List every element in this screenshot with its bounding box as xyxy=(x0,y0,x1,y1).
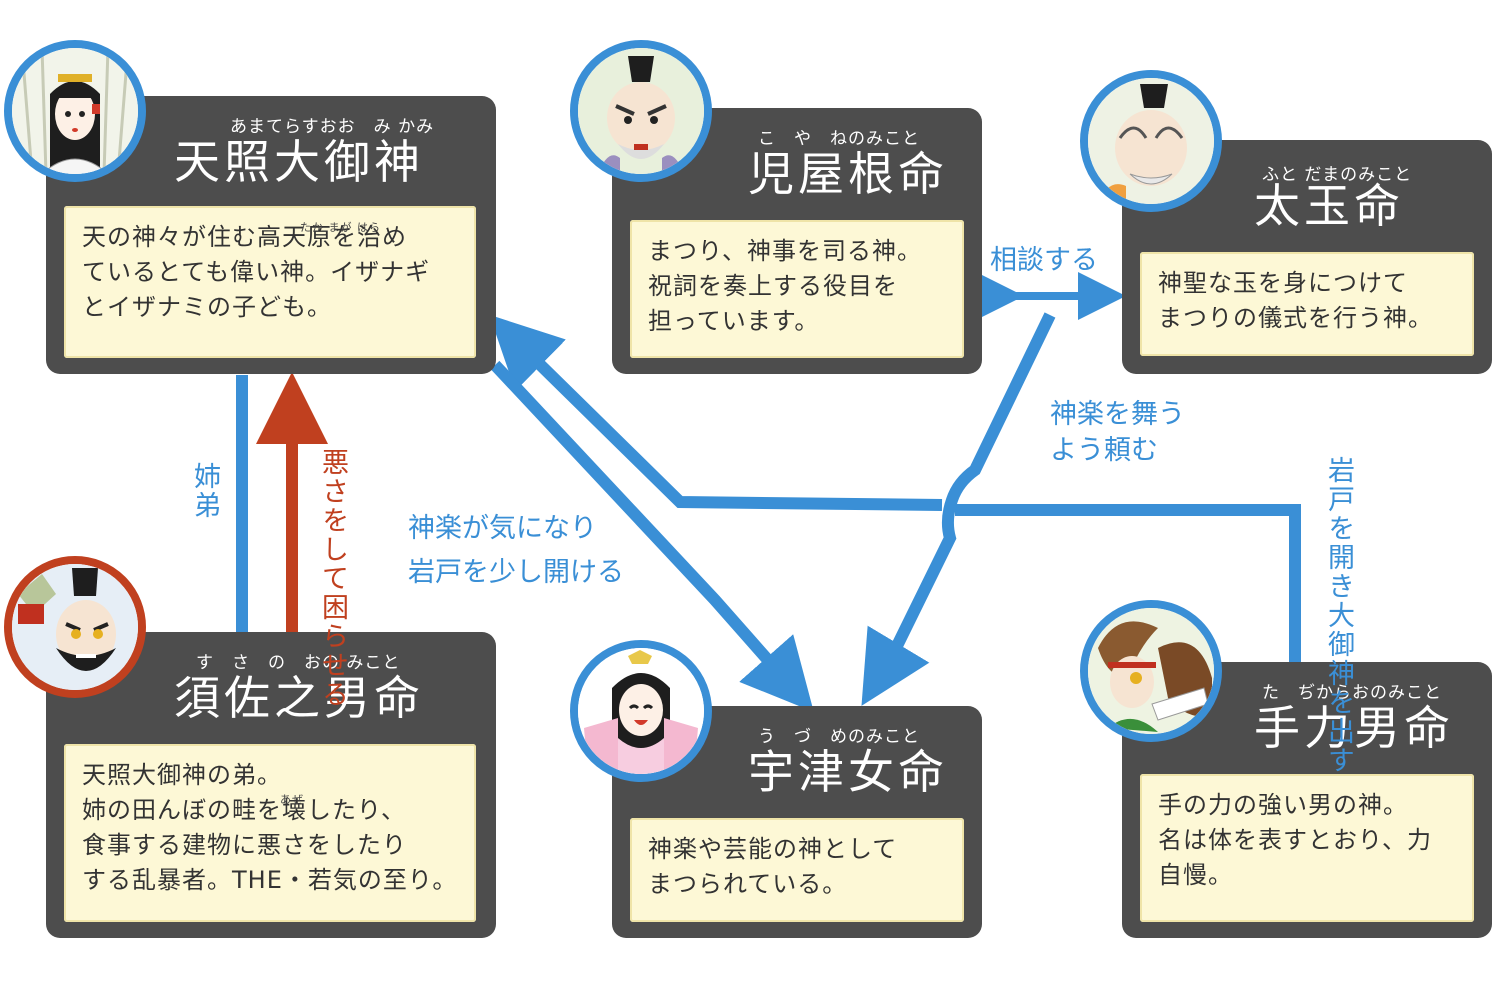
card-name-area: た ぢからおのみこと 手力男命 xyxy=(1122,662,1492,762)
susanoo-portrait-icon xyxy=(12,564,138,690)
desc-line: 名は体を表すとおり、力 xyxy=(1158,826,1433,854)
avatar-amaterasu xyxy=(4,40,146,182)
avatar-uzume xyxy=(570,640,712,782)
inline-ruby: あぜ xyxy=(280,793,304,806)
amaterasu-portrait-icon xyxy=(12,48,138,174)
desc-line: する乱暴者。THE・若気の至り。 xyxy=(82,866,458,894)
label-curious-line1: 神楽が気になり xyxy=(408,513,597,544)
desc-line: まつりの儀式を行う神。 xyxy=(1158,304,1433,332)
name-ruby: う づ めのみこと xyxy=(758,727,920,747)
futodama-portrait-icon xyxy=(1088,78,1214,204)
desc-line: 手の力の強い男の神。 xyxy=(1158,791,1408,819)
open-door-line xyxy=(515,340,1301,668)
card-name-area: あまてらすおお み かみ 天照大御神 xyxy=(46,96,496,196)
desc-line: とイザナミの子ども。 xyxy=(82,293,332,321)
avatar-koyane xyxy=(570,40,712,182)
desc-line: 担っています。 xyxy=(648,307,820,335)
desc-line: ているとても偉い神。イザナギ xyxy=(82,258,431,286)
desc-line: 天照大御神の弟。 xyxy=(82,761,282,789)
card-description: 手の力の強い男の神。 名は体を表すとおり、力 自慢。 xyxy=(1140,774,1474,922)
desc-line: 姉の田んぼの畦を壊したり、 xyxy=(82,796,407,824)
avatar-futodama xyxy=(1080,70,1222,212)
card-name-area: う づ めのみこと 宇津女命 xyxy=(612,706,982,806)
uzume-portrait-icon xyxy=(578,648,704,774)
label-open-door: 岩戸を開き大御神を出す xyxy=(1323,456,1354,775)
card-name-area: ふと だまのみこと 太玉命 xyxy=(1122,140,1492,240)
label-curious-line2: 岩戸を少し開ける xyxy=(408,557,624,588)
name-ruby: す さ の おの みこと xyxy=(196,653,401,673)
god-name: 手力男命 xyxy=(1254,701,1454,755)
card-description: まつり、神事を司る神。 祝詞を奏上する役目を 担っています。 xyxy=(630,220,964,358)
god-name: 宇津女命 xyxy=(748,745,948,799)
desc-line: 祝詞を奏上する役目を xyxy=(648,272,898,300)
label-mischief: 悪さをして困らせる xyxy=(317,448,348,709)
card-name-area: す さ の おの みこと 須佐之男命 xyxy=(46,632,496,732)
card-susanoo: す さ の おの みこと 須佐之男命 天照大御神の弟。 姉の田んぼの畦を壊したり… xyxy=(46,632,496,938)
label-ask-dance-line1: 神楽を舞う xyxy=(1050,399,1185,430)
label-consult: 相談する xyxy=(990,245,1098,276)
desc-line: 自慢。 xyxy=(1158,861,1233,889)
inline-ruby: たか まが はら xyxy=(300,221,381,234)
desc-line: まつり、神事を司る神。 xyxy=(648,237,923,265)
name-ruby: た ぢからおのみこと xyxy=(1262,683,1442,703)
avatar-susanoo xyxy=(4,556,146,698)
card-description: 神楽や芸能の神として まつられている。 xyxy=(630,818,964,922)
name-ruby: あまてらすおお み かみ xyxy=(230,117,435,137)
koyane-portrait-icon xyxy=(578,48,704,174)
card-description: 神聖な玉を身につけて まつりの儀式を行う神。 xyxy=(1140,252,1474,356)
card-description: 天の神々が住む高天原を治め ているとても偉い神。イザナギ とイザナミの子ども。 … xyxy=(64,206,476,358)
card-tajikarao: た ぢからおのみこと 手力男命 手の力の強い男の神。 名は体を表すとおり、力 自… xyxy=(1122,662,1492,938)
avatar-tajikarao xyxy=(1080,600,1222,742)
name-ruby: こ や ねのみこと xyxy=(758,129,920,149)
desc-line: まつられている。 xyxy=(648,870,848,898)
label-ask-dance-line2: よう頼む xyxy=(1050,435,1158,466)
card-futodama: ふと だまのみこと 太玉命 神聖な玉を身につけて まつりの儀式を行う神。 xyxy=(1122,140,1492,374)
god-name: 児屋根命 xyxy=(748,147,948,201)
god-name: 須佐之男命 xyxy=(174,671,424,725)
desc-line: 神楽や芸能の神として xyxy=(648,835,898,863)
name-ruby: ふと だまのみこと xyxy=(1262,165,1413,185)
desc-line: 天の神々が住む高天原を治め xyxy=(82,223,407,251)
card-description: 天照大御神の弟。 姉の田んぼの畦を壊したり、 食事する建物に悪さをしたり する乱… xyxy=(64,744,476,922)
curious-arrow xyxy=(490,360,814,712)
desc-line: 食事する建物に悪さをしたり xyxy=(82,831,407,859)
desc-line: 神聖な玉を身につけて xyxy=(1158,269,1408,297)
card-name-area: こ や ねのみこと 児屋根命 xyxy=(612,108,982,208)
god-name: 太玉命 xyxy=(1254,179,1404,233)
tajikarao-portrait-icon xyxy=(1088,608,1214,734)
card-amaterasu: あまてらすおお み かみ 天照大御神 天の神々が住む高天原を治め ているとても偉… xyxy=(46,96,496,374)
god-name: 天照大御神 xyxy=(174,135,424,189)
dance-request-arrow xyxy=(861,312,1056,706)
label-siblings: 姉弟 xyxy=(189,462,220,520)
